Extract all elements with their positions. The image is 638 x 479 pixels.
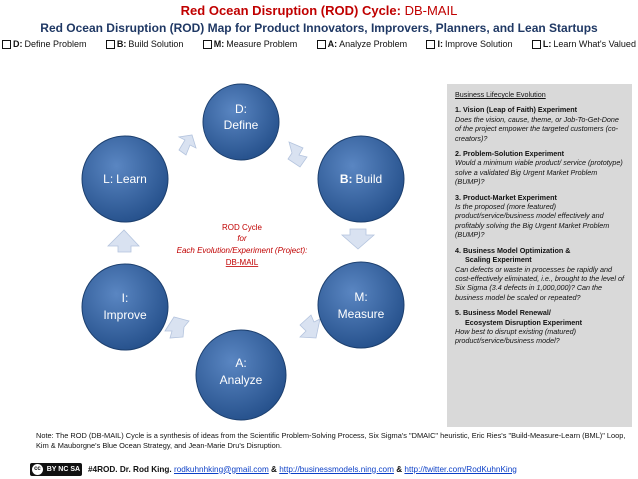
step-label: Learn What's Valued	[553, 39, 636, 49]
arrow-build-to-measure	[340, 228, 376, 250]
lifecycle-description: Is the proposed (more featured) product/…	[455, 202, 610, 240]
creative-commons-badge[interactable]: cc BY NC SA	[30, 462, 82, 476]
node-measure-letter: M:	[354, 290, 367, 304]
lifecycle-heading: 5. Business Model Renewal/	[455, 308, 551, 318]
lifecycle-heading: 4. Business Model Optimization &	[455, 245, 571, 255]
amp-separator: &	[396, 464, 403, 474]
node-build-word: Build	[355, 172, 382, 186]
center-line-2: for	[237, 234, 247, 243]
twitter-link[interactable]: http://twitter.com/RodKuhnKing	[404, 464, 517, 474]
lifecycle-heading: 3. Product-Market Experiment	[455, 192, 557, 202]
step-label: Measure Problem	[226, 39, 298, 49]
step-label: Improve Solution	[444, 39, 513, 49]
license-text: BY NC SA	[46, 465, 81, 473]
cycle-arrows	[107, 134, 376, 339]
node-build[interactable]: B:Build	[317, 135, 405, 223]
step-letter: M:	[213, 39, 225, 49]
arrow-define-to-build	[287, 141, 308, 168]
panel-title: Business Lifecycle Evolution	[455, 90, 546, 99]
lifecycle-description: Would a minimum viable product/ service …	[455, 158, 623, 187]
checkbox-icon[interactable]	[531, 39, 541, 49]
cc-icon: cc	[31, 463, 43, 475]
checkbox-icon[interactable]	[2, 39, 11, 49]
lifecycle-description: How best to disrupt existing (matured) p…	[455, 326, 577, 346]
node-analyze-word: Analyze	[220, 373, 263, 387]
node-define-letter: D:	[235, 102, 247, 116]
node-improve-word: Improve	[103, 308, 147, 322]
arrow-improve-to-learn	[107, 229, 140, 253]
ning-link[interactable]: http://businessmodels.ning.com	[279, 464, 394, 474]
center-line-4: DB-MAIL	[226, 258, 259, 267]
step-checklist: D:Define Problem B:Build Solution M:Meas…	[2, 39, 636, 49]
step-letter: L:	[542, 39, 552, 49]
lifecycle-item-3: 3. Product-Market Experiment Is the prop…	[455, 193, 626, 240]
arrow-learn-to-define	[177, 134, 197, 156]
checkbox-icon[interactable]	[426, 39, 436, 49]
synthesis-note: Note: The ROD (DB-MAIL) Cycle is a synth…	[36, 431, 626, 450]
node-analyze[interactable]: A: Analyze	[195, 329, 287, 421]
node-analyze-letter: A:	[235, 356, 246, 370]
lifecycle-item-4: 4. Business Model Optimization & Scaling…	[455, 246, 626, 302]
node-improve[interactable]: I: Improve	[81, 263, 169, 351]
step-letter: A:	[327, 39, 338, 49]
lifecycle-description: Does the vision, cause, theme, or Job-To…	[455, 114, 619, 143]
node-build-letter: B:	[340, 172, 353, 186]
node-improve-letter: I:	[122, 291, 129, 305]
node-define-word: Define	[224, 118, 259, 132]
node-measure[interactable]: M: Measure	[317, 261, 405, 349]
node-define[interactable]: D: Define	[202, 83, 280, 161]
step-improve[interactable]: I:Improve Solution	[426, 39, 513, 49]
page-title: Red Ocean Disruption (ROD) Cycle: DB-MAI…	[0, 3, 638, 18]
step-letter: I:	[437, 39, 443, 49]
title-main: Red Ocean Disruption (ROD) Cycle:	[180, 3, 401, 18]
page-subtitle: Red Ocean Disruption (ROD) Map for Produ…	[40, 21, 598, 35]
rod-cycle-diagram: D: Define B:Build M: Measure A: Analyze …	[81, 83, 405, 421]
checkbox-icon[interactable]	[316, 39, 326, 49]
node-build-label: B:Build	[340, 172, 382, 186]
node-learn-letter: L:	[103, 172, 113, 186]
lifecycle-item-2: 2. Problem-Solution Experiment Would a m…	[455, 149, 626, 187]
amp-separator: &	[271, 464, 277, 474]
author-tag: #4ROD. Dr. Rod King.	[88, 464, 172, 474]
step-label: Build Solution	[128, 39, 184, 49]
step-label: Define Problem	[24, 39, 87, 49]
lifecycle-item-1: 1. Vision (Leap of Faith) Experiment Doe…	[455, 105, 626, 143]
arrow-measure-to-analyze	[299, 314, 321, 339]
cycle-center-caption: ROD Cycle for Each Evolution/Experiment …	[177, 223, 308, 267]
lifecycle-heading-cont: Scaling Experiment	[465, 255, 532, 265]
business-lifecycle-panel: Business Lifecycle Evolution 1. Vision (…	[447, 84, 632, 427]
lifecycle-heading-cont: Ecosystem Disruption Experiment	[465, 317, 583, 327]
footer: cc BY NC SA #4ROD. Dr. Rod King. rodkuhn…	[30, 461, 638, 477]
node-learn-label: L:Learn	[103, 172, 147, 186]
step-analyze[interactable]: A:Analyze Problem	[316, 39, 408, 49]
arrow-analyze-to-improve	[164, 316, 190, 339]
node-learn[interactable]: L:Learn	[81, 135, 169, 223]
step-build[interactable]: B:Build Solution	[105, 39, 184, 49]
step-label: Analyze Problem	[339, 39, 408, 49]
node-learn-word: Learn	[116, 172, 147, 186]
lifecycle-description: Can defects or waste in processes be rap…	[455, 264, 624, 302]
lifecycle-heading: 2. Problem-Solution Experiment	[455, 149, 565, 159]
email-link[interactable]: rodkuhnhking@gmail.com	[173, 464, 269, 474]
step-learn[interactable]: L:Learn What's Valued	[531, 39, 636, 49]
lifecycle-item-5: 5. Business Model Renewal/ Ecosystem Dis…	[455, 308, 626, 346]
step-letter: D:	[13, 39, 23, 49]
step-measure[interactable]: M:Measure Problem	[202, 39, 298, 49]
checkbox-icon[interactable]	[105, 39, 115, 49]
checkbox-icon[interactable]	[202, 39, 212, 49]
step-define[interactable]: D:Define Problem	[2, 39, 87, 49]
lifecycle-heading: 1. Vision (Leap of Faith) Experiment	[455, 105, 578, 115]
center-line-1: ROD Cycle	[222, 223, 263, 232]
title-id: DB-MAIL	[404, 3, 458, 18]
step-letter: B:	[116, 39, 127, 49]
center-line-3: Each Evolution/Experiment (Project):	[177, 246, 308, 255]
node-measure-word: Measure	[338, 307, 385, 321]
